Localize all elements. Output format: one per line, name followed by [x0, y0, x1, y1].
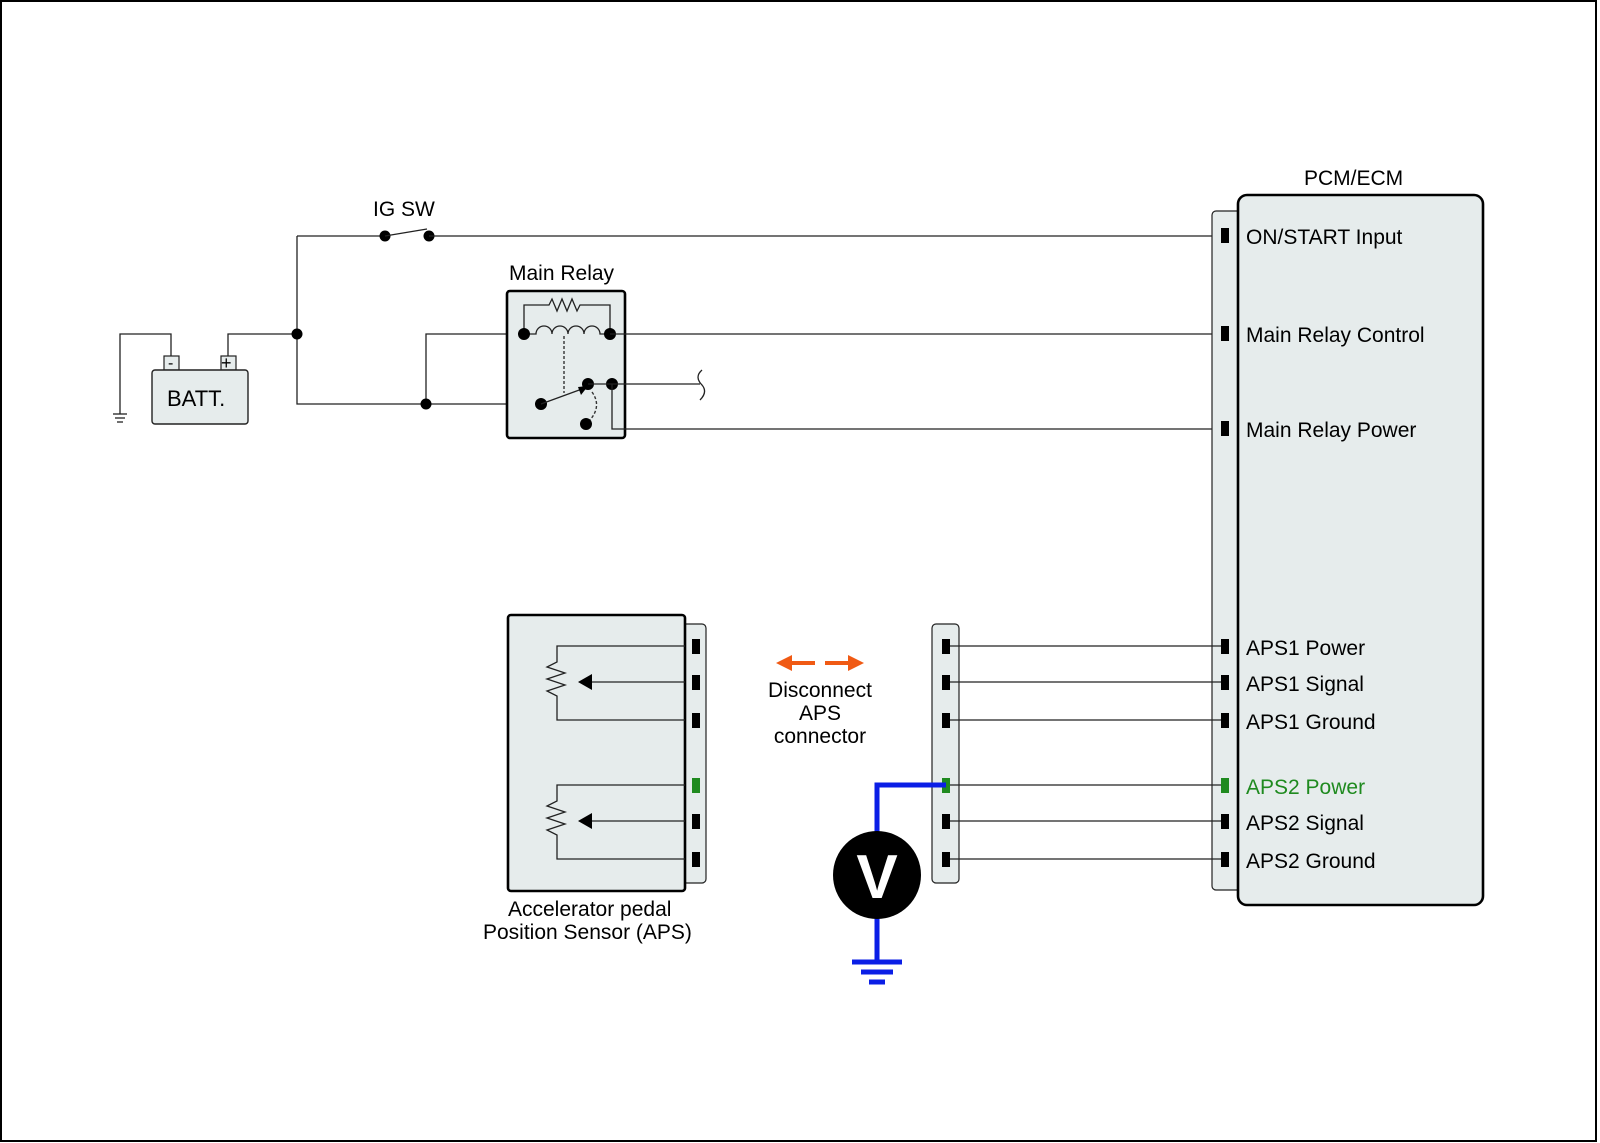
pcm-pin-aps1-signal: APS1 Signal — [1221, 673, 1364, 696]
wire-break-symbol — [697, 369, 706, 401]
relay-contact-travel — [589, 391, 598, 421]
harness-wires — [950, 645, 1221, 860]
battery: - + BATT. — [113, 333, 249, 425]
relay-switch-blade — [540, 388, 583, 405]
battery-positive-wire — [227, 333, 297, 356]
svg-text:APS2 Power: APS2 Power — [1246, 776, 1365, 799]
svg-text:APS1 Signal: APS1 Signal — [1246, 673, 1364, 696]
junction-dot — [420, 398, 432, 410]
voltmeter-positive-lead — [874, 782, 946, 840]
battery-positive-symbol: + — [221, 353, 232, 373]
aps2-wiper-arrow — [578, 813, 592, 829]
relay-contact-nc — [580, 418, 592, 430]
svg-text:APS2 Signal: APS2 Signal — [1246, 812, 1364, 835]
pcm-label: PCM/ECM — [1304, 167, 1403, 190]
ig-switch-label: IG SW — [373, 198, 435, 221]
main-relay: Main Relay — [505, 262, 627, 440]
svg-text:APS2 Ground: APS2 Ground — [1246, 850, 1376, 873]
junction-dot — [291, 328, 303, 340]
svg-text:Main Relay Power: Main Relay Power — [1246, 419, 1416, 442]
pcm-body — [1236, 193, 1485, 907]
aps1-wiper-arrow — [578, 674, 592, 690]
disconnect-note-line3: connector — [774, 725, 866, 748]
pcm-pin-aps2-ground: APS2 Ground — [1221, 850, 1376, 873]
relay-coil-feed-wire — [425, 333, 524, 404]
voltmeter: V — [833, 782, 946, 985]
pcm-ecm: PCM/ECM ON/START Input Main Relay Contro… — [1211, 167, 1485, 907]
ground-symbol-small — [113, 413, 127, 423]
disconnect-note-line2: APS — [799, 702, 841, 725]
battery-body — [151, 369, 249, 425]
pcm-pin-main-relay-power: Main Relay Power — [1221, 419, 1416, 442]
svg-text:ON/START Input: ON/START Input — [1246, 226, 1403, 249]
battery-negative-symbol: - — [168, 355, 173, 372]
pcm-pin-aps2-power: APS2 Power — [1221, 776, 1365, 799]
disconnect-note: Disconnect APS connector — [768, 655, 872, 748]
ig-switch-blade — [384, 228, 428, 237]
aps1-potentiometer — [544, 645, 685, 721]
main-relay-label: Main Relay — [509, 262, 615, 285]
relay-coil — [524, 325, 610, 335]
svg-text:APS1 Power: APS1 Power — [1246, 637, 1365, 660]
ignition-switch: IG SW — [297, 198, 435, 242]
ground-icon — [852, 959, 902, 985]
battery-label: BATT. — [167, 386, 225, 411]
svg-text:Main Relay Control: Main Relay Control — [1246, 324, 1425, 347]
pcm-pin-aps2-signal: APS2 Signal — [1221, 812, 1364, 835]
pcm-pin-on-start-input: ON/START Input — [1221, 226, 1403, 249]
main-relay-body — [505, 289, 627, 440]
svg-text:APS1 Ground: APS1 Ground — [1246, 711, 1376, 734]
relay-suppression-resistor — [523, 297, 611, 334]
aps-harness-connector[interactable] — [931, 623, 960, 884]
pcm-pin-main-relay-control: Main Relay Control — [1221, 324, 1425, 347]
accelerator-pedal-position-sensor: Accelerator pedal Position Sensor (APS) — [483, 613, 707, 944]
voltmeter-body — [833, 831, 921, 919]
aps-label-line2: Position Sensor (APS) — [483, 921, 692, 944]
pcm-pin-aps1-ground: APS1 Ground — [1221, 711, 1376, 734]
main-relay-power-wire — [611, 384, 1224, 430]
disconnect-note-line1: Disconnect — [768, 679, 872, 702]
battery-ground-wire — [119, 333, 172, 414]
aps-sensor-body — [506, 613, 687, 893]
voltmeter-symbol: V — [856, 843, 897, 912]
pcm-pin-aps1-power: APS1 Power — [1221, 637, 1365, 660]
aps2-potentiometer — [544, 784, 685, 860]
battery-bus-wire — [296, 236, 541, 405]
aps-label-line1: Accelerator pedal — [508, 898, 671, 921]
